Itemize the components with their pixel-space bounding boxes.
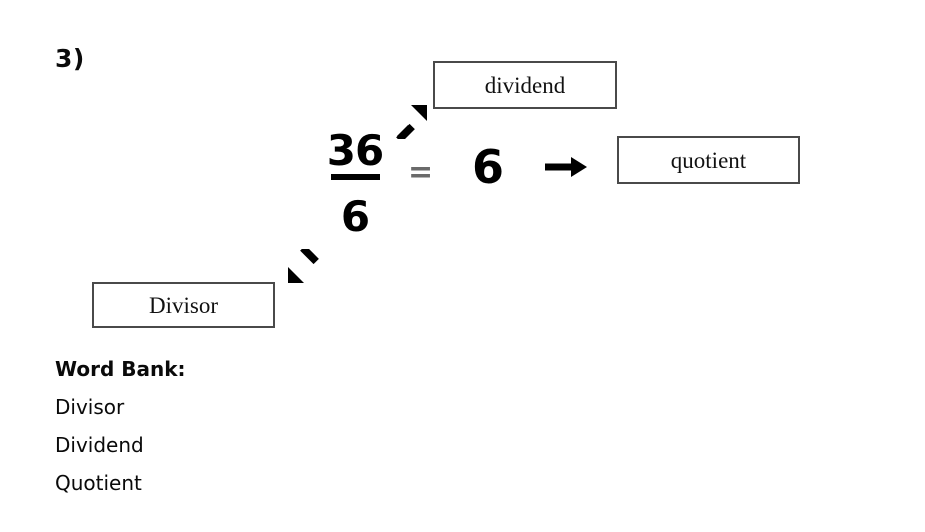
problem-number: 3): [55, 44, 85, 73]
arrow-up-right-icon: [394, 103, 430, 143]
answer-box-quotient-label: quotient: [670, 147, 747, 173]
equals-sign: =: [408, 155, 434, 190]
word-bank: Word Bank: Divisor Dividend Quotient: [55, 350, 186, 502]
fraction-36-over-6: 36 6: [320, 128, 390, 246]
expression-answer: 6: [472, 140, 504, 194]
answer-box-divisor[interactable]: Divisor: [92, 282, 275, 328]
arrow-right-icon: [545, 155, 587, 179]
fraction-denominator: 6: [340, 192, 370, 241]
answer-box-dividend-label: dividend: [484, 72, 566, 98]
arrow-down-left-icon: [285, 245, 321, 285]
division-expression: 36 6 = 6: [320, 128, 610, 268]
word-bank-item-dividend: Dividend: [55, 433, 144, 457]
word-bank-item-quotient: Quotient: [55, 471, 142, 495]
fraction-numerator: 36: [326, 126, 384, 175]
word-bank-item-divisor: Divisor: [55, 395, 125, 419]
answer-box-dividend[interactable]: dividend: [433, 61, 617, 109]
answer-box-divisor-label: Divisor: [149, 292, 218, 318]
answer-box-quotient[interactable]: quotient: [617, 136, 800, 184]
word-bank-title: Word Bank:: [55, 357, 186, 381]
fraction-bar: [330, 174, 380, 180]
